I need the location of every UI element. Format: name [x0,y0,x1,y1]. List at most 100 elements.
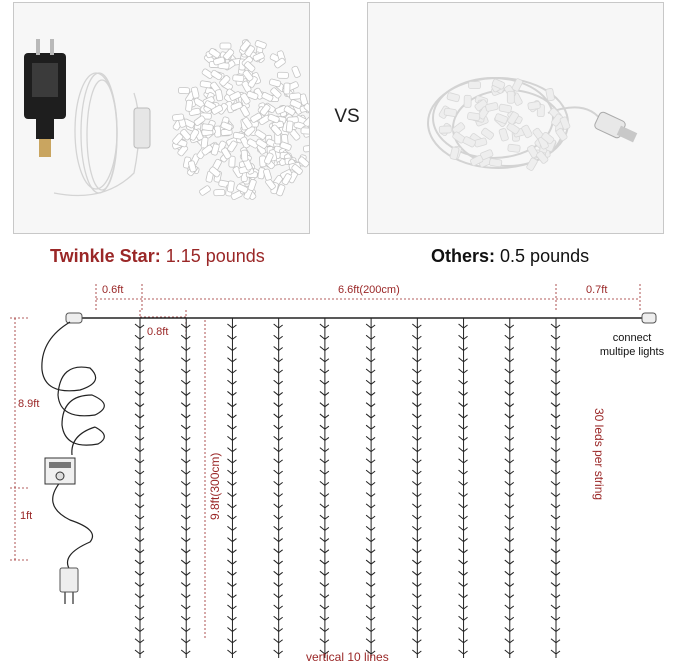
led-bulb [365,323,376,329]
led-bulb [412,458,422,464]
bulb [193,115,206,127]
led-bulb [504,548,515,554]
bulb [270,124,282,136]
led-bulb [180,615,191,621]
led-bulb [134,323,145,329]
led-bulb [227,570,237,576]
led-bulb [273,593,283,599]
bulb [285,120,294,133]
bulb [188,160,197,173]
bulb [223,48,235,61]
led-bulb [227,391,237,397]
bulb [498,128,509,142]
led-bulb [319,638,330,644]
bulb [244,45,255,57]
led-bulb [134,503,145,509]
led-bulb [273,537,283,543]
led-bulb [319,379,330,385]
led-bulb [550,525,561,531]
led-bulb [504,368,515,374]
bulb [297,156,310,168]
led-bulb [273,447,283,453]
led-bulb [550,436,561,442]
led-bulb [180,492,191,498]
led-bulb [550,402,561,408]
bulb [303,144,315,153]
led-bulb [504,604,515,610]
led-bulb [180,424,191,430]
led-bulb [134,391,145,397]
bulb [247,178,257,192]
led-bulb [504,537,515,543]
led-bulb [458,593,468,599]
led-bulb [319,559,330,565]
others-photo [367,2,664,234]
bulb [180,128,192,141]
led-bulb [504,346,515,352]
led-bulb [273,582,283,588]
led-bulb [504,334,515,340]
led-bulb [365,480,376,487]
led-bulb [273,334,283,340]
bulb [255,138,268,149]
bulb [201,144,214,156]
led-bulb [504,480,515,487]
led-bulb [180,548,191,554]
bulb [277,71,289,79]
led-bulb [319,492,330,498]
twinkle-star-photo [13,2,319,234]
led-bulb [227,334,237,340]
led-bulb [227,346,237,352]
led-bulb [365,548,376,554]
led-bulb [180,582,191,588]
led-bulb [412,514,422,520]
led-bulb [180,469,191,475]
bulb [210,143,220,156]
led-bulb [134,357,145,363]
led-bulb [550,357,561,363]
bulb [230,101,243,111]
led-bulb [412,379,422,385]
bulb [555,127,568,142]
led-bulb [458,379,468,385]
led-bulb [319,582,330,588]
bulb [268,78,282,88]
led-bulb [134,638,145,644]
bulb [211,104,224,115]
led-bulb [412,346,422,352]
bulb [172,113,185,122]
led-bulb [227,413,237,419]
bulb [507,143,521,153]
led-bulb [550,593,561,599]
led-bulb [365,537,376,543]
bulb-cluster [171,39,319,201]
bulb [270,87,282,99]
led-bulb [412,503,422,509]
bulb [215,89,224,102]
bulb [246,90,259,101]
bulb [210,69,223,81]
led-bulb [180,391,191,397]
led-bulb [550,413,561,419]
bulb [463,94,472,108]
bulb [511,78,523,92]
bulb [545,87,555,102]
led-bulb [458,537,468,543]
led-bulb [412,593,422,599]
led-bulb [180,537,191,543]
led-bulb [273,615,283,621]
bulb [507,111,519,125]
led-bulb [134,424,145,430]
bulb [279,141,292,151]
led-bulb [227,627,237,633]
led-bulb [412,447,422,453]
led-bulb [504,447,515,453]
led-bulb [134,615,145,621]
led-bulb [458,334,468,340]
led-bulb [412,436,422,442]
led-bulb [365,413,376,419]
bulb [250,112,263,123]
bulb [551,113,564,127]
led-bulb [319,537,330,543]
led-bulb [365,514,376,520]
